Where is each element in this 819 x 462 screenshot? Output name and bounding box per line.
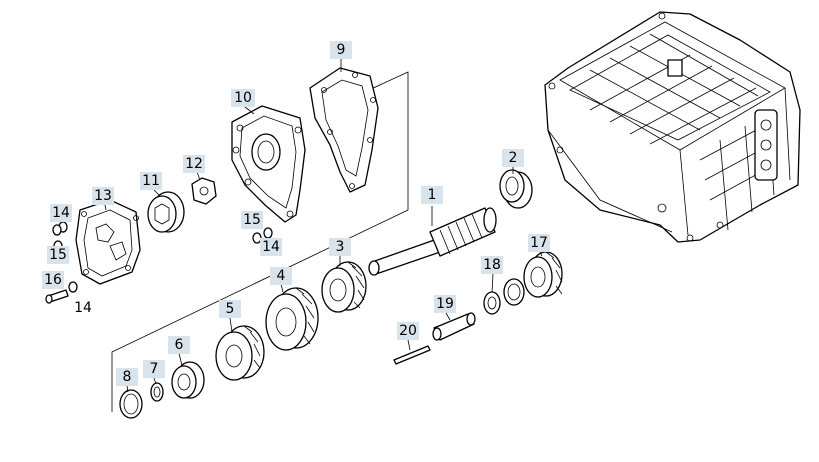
callout-19[interactable]: 19: [434, 295, 456, 313]
part-4-gear: [265, 287, 319, 351]
small-fasteners: [45, 221, 273, 304]
part-20-rod: [393, 345, 431, 365]
callout-15-right[interactable]: 15: [241, 211, 263, 229]
callout-20[interactable]: 20: [397, 322, 419, 340]
callout-5[interactable]: 5: [219, 300, 241, 318]
callout-9[interactable]: 9: [330, 41, 352, 59]
callout-11[interactable]: 11: [140, 172, 162, 190]
callout-10[interactable]: 10: [231, 89, 255, 107]
part-6-synchro-ring: [171, 361, 205, 399]
part-18-needle-bearing: [483, 278, 525, 315]
part-10-housing-plate: [231, 105, 306, 223]
transmission-housing: [544, 11, 801, 243]
callout-2[interactable]: 2: [502, 149, 524, 167]
callout-8[interactable]: 8: [116, 368, 138, 386]
callout-leader-lines: [104, 59, 543, 393]
part-12-inner-rotor: [191, 177, 217, 205]
part-19-pin: [432, 312, 476, 341]
part-1-input-shaft: [368, 207, 497, 276]
callout-4[interactable]: 4: [270, 267, 292, 285]
part-9-gasket: [309, 67, 379, 193]
callout-14-right[interactable]: 14: [260, 238, 282, 256]
callout-17[interactable]: 17: [528, 234, 550, 252]
part-3-gear: [321, 261, 367, 313]
callout-15-left[interactable]: 15: [47, 246, 69, 264]
part-11-pump-rotor: [147, 191, 185, 233]
callout-12[interactable]: 12: [183, 155, 205, 173]
part-7-circlip: [150, 382, 164, 402]
part-5-gear: [215, 325, 265, 381]
callout-14-top[interactable]: 14: [50, 204, 72, 222]
part-13-pump-cover: [75, 199, 141, 285]
assembly-frame-lines: [111, 71, 409, 412]
part-17-gear: [523, 251, 563, 298]
callout-14-bottom[interactable]: 14: [74, 300, 92, 316]
part-8-snap-ring: [119, 389, 143, 419]
callout-18[interactable]: 18: [481, 256, 503, 274]
callout-16[interactable]: 16: [42, 271, 64, 289]
callout-3[interactable]: 3: [329, 238, 351, 256]
callout-7[interactable]: 7: [143, 360, 165, 378]
callout-1[interactable]: 1: [421, 186, 443, 204]
callout-6[interactable]: 6: [168, 336, 190, 354]
part-2-bearing: [499, 169, 533, 209]
callout-13[interactable]: 13: [92, 187, 114, 205]
